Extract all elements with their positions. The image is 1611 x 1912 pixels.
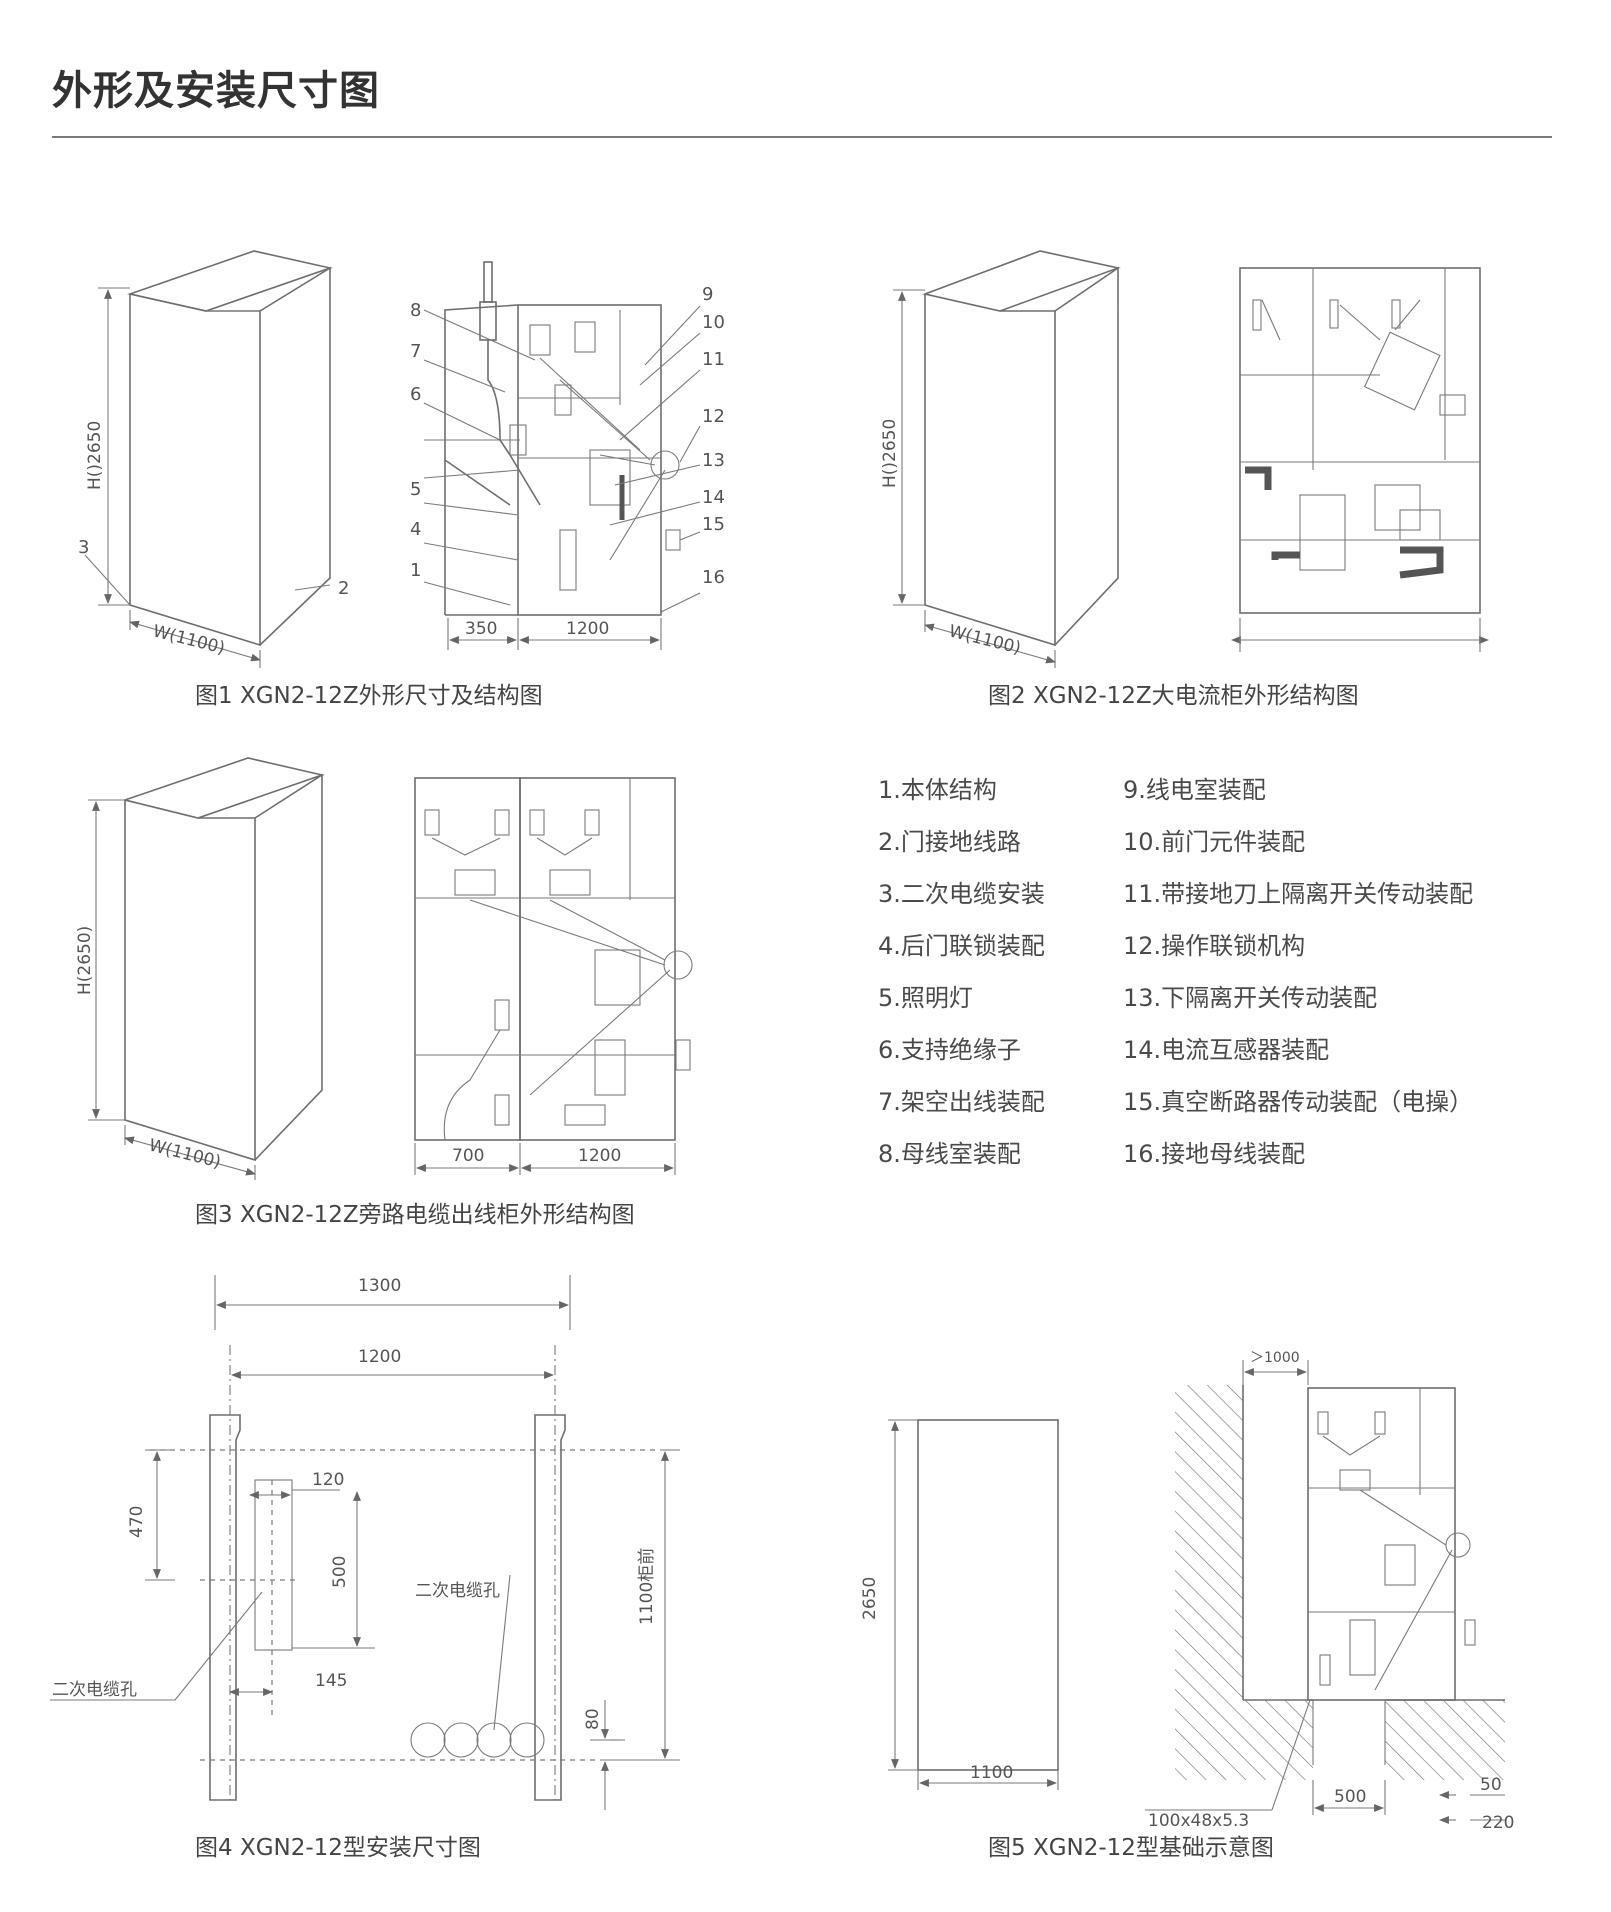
fig1-callout-4: 4 [410, 519, 421, 540]
fig4-cable-hole-right: 二次电缆孔 [415, 1581, 500, 1601]
legend-item: 15.真空断路器传动装配（电操） [1123, 1088, 1474, 1116]
fig4-caption: 图4 XGN2-12型安装尺寸图 [195, 1835, 481, 1861]
fig4-dim-145: 145 [315, 1671, 347, 1691]
fig1-callout-16: 16 [702, 567, 725, 588]
fig4-dim-1300: 1300 [358, 1276, 401, 1296]
legend-item: 3.二次电缆安装 [878, 880, 1045, 908]
fig5-dim-50: 50 [1480, 1775, 1502, 1795]
fig2-cabinet-isometric [893, 250, 1121, 668]
legend-item: 1.本体结构 [878, 776, 997, 804]
legend-item: 4.后门联锁装配 [878, 932, 1045, 960]
fig2-width-label: W(1100) [947, 621, 1023, 658]
fig4-dim-470: 470 [127, 1506, 147, 1538]
fig1-callout-2: 2 [338, 578, 349, 599]
fig2-section-view [1231, 267, 1489, 652]
fig1-cabinet-isometric [84, 250, 333, 668]
fig1-callout-15: 15 [702, 514, 725, 535]
legend-item: 10.前门元件装配 [1123, 828, 1306, 856]
fig1-callout-3: 3 [78, 537, 89, 558]
legend-item: 8.母线室装配 [878, 1140, 1021, 1168]
legend-item: 14.电流互感器装配 [1123, 1036, 1330, 1064]
fig4-installation-plan [50, 1275, 680, 1810]
fig1-callout-7: 7 [410, 341, 421, 362]
title-divider [52, 136, 1552, 138]
legend: 1.本体结构 2.门接地线路 3.二次电缆安装 4.后门联锁装配 5.照明灯 6… [878, 778, 1578, 1178]
legend-item: 5.照明灯 [878, 984, 973, 1012]
legend-item: 6.支持绝缘子 [878, 1036, 1021, 1064]
fig5-dim-1100: 1100 [970, 1763, 1013, 1783]
fig3-width-label: W(1100) [147, 1135, 223, 1172]
legend-item: 16.接地母线装配 [1123, 1140, 1306, 1168]
fig1-callout-6: 6 [410, 384, 421, 405]
fig5-channel-steel: 100x48x5.3 [1148, 1811, 1249, 1831]
fig1-callout-9: 9 [702, 284, 713, 305]
fig5-dim-2650: 2650 [860, 1577, 880, 1620]
fig1-callout-10: 10 [702, 312, 725, 333]
fig3-caption: 图3 XGN2-12Z旁路电缆出线柜外形结构图 [195, 1202, 635, 1228]
legend-item: 7.架空出线装配 [878, 1088, 1045, 1116]
fig5-dim-500: 500 [1334, 1787, 1366, 1807]
fig2-caption: 图2 XGN2-12Z大电流柜外形结构图 [988, 683, 1359, 709]
fig4-cable-hole-left: 二次电缆孔 [52, 1680, 137, 1700]
fig3-section-view [414, 777, 693, 1175]
legend-item: 9.线电室装配 [1123, 776, 1266, 804]
legend-item: 13.下隔离开关传动装配 [1123, 984, 1378, 1012]
page-title: 外形及安装尺寸图 [52, 68, 380, 114]
fig5-foundation-view [888, 1360, 1505, 1824]
fig1-callout-5: 5 [410, 479, 421, 500]
fig1-dim-350: 350 [465, 619, 497, 639]
fig5-caption: 图5 XGN2-12型基础示意图 [988, 1835, 1274, 1861]
legend-item: 2.门接地线路 [878, 828, 1021, 856]
fig3-cabinet-isometric [88, 757, 325, 1180]
fig3-height-label: H(2650) [75, 926, 95, 995]
fig1-section-view [423, 261, 701, 650]
fig4-dim-80: 80 [583, 1708, 603, 1730]
fig1-caption: 图1 XGN2-12Z外形尺寸及结构图 [195, 683, 543, 709]
fig3-dim-1200: 1200 [578, 1146, 621, 1166]
fig1-callout-14: 14 [702, 487, 725, 508]
fig1-width-label: W(1100) [151, 621, 227, 658]
fig2-height-label: H()2650 [880, 419, 900, 488]
fig4-dim-1100-front: 1100柜前 [637, 1548, 657, 1625]
fig4-dim-120: 120 [312, 1470, 344, 1490]
fig1-callout-13: 13 [702, 450, 725, 471]
fig5-dim-gt1000: ＞1000 [1250, 1350, 1300, 1366]
fig1-height-label: H()2650 [85, 421, 105, 490]
fig4-dim-500: 500 [330, 1556, 350, 1588]
fig1-callout-12: 12 [702, 406, 725, 427]
fig5-dim-220: 220 [1482, 1813, 1514, 1833]
fig1-dim-1200: 1200 [566, 619, 609, 639]
legend-item: 11.带接地刀上隔离开关传动装配 [1123, 880, 1474, 908]
legend-item: 12.操作联锁机构 [1123, 932, 1306, 960]
fig1-callout-11: 11 [702, 349, 725, 370]
fig4-dim-1200: 1200 [358, 1347, 401, 1367]
fig1-callout-1: 1 [410, 560, 421, 581]
fig1-callout-8: 8 [410, 300, 421, 321]
fig3-dim-700: 700 [452, 1146, 484, 1166]
